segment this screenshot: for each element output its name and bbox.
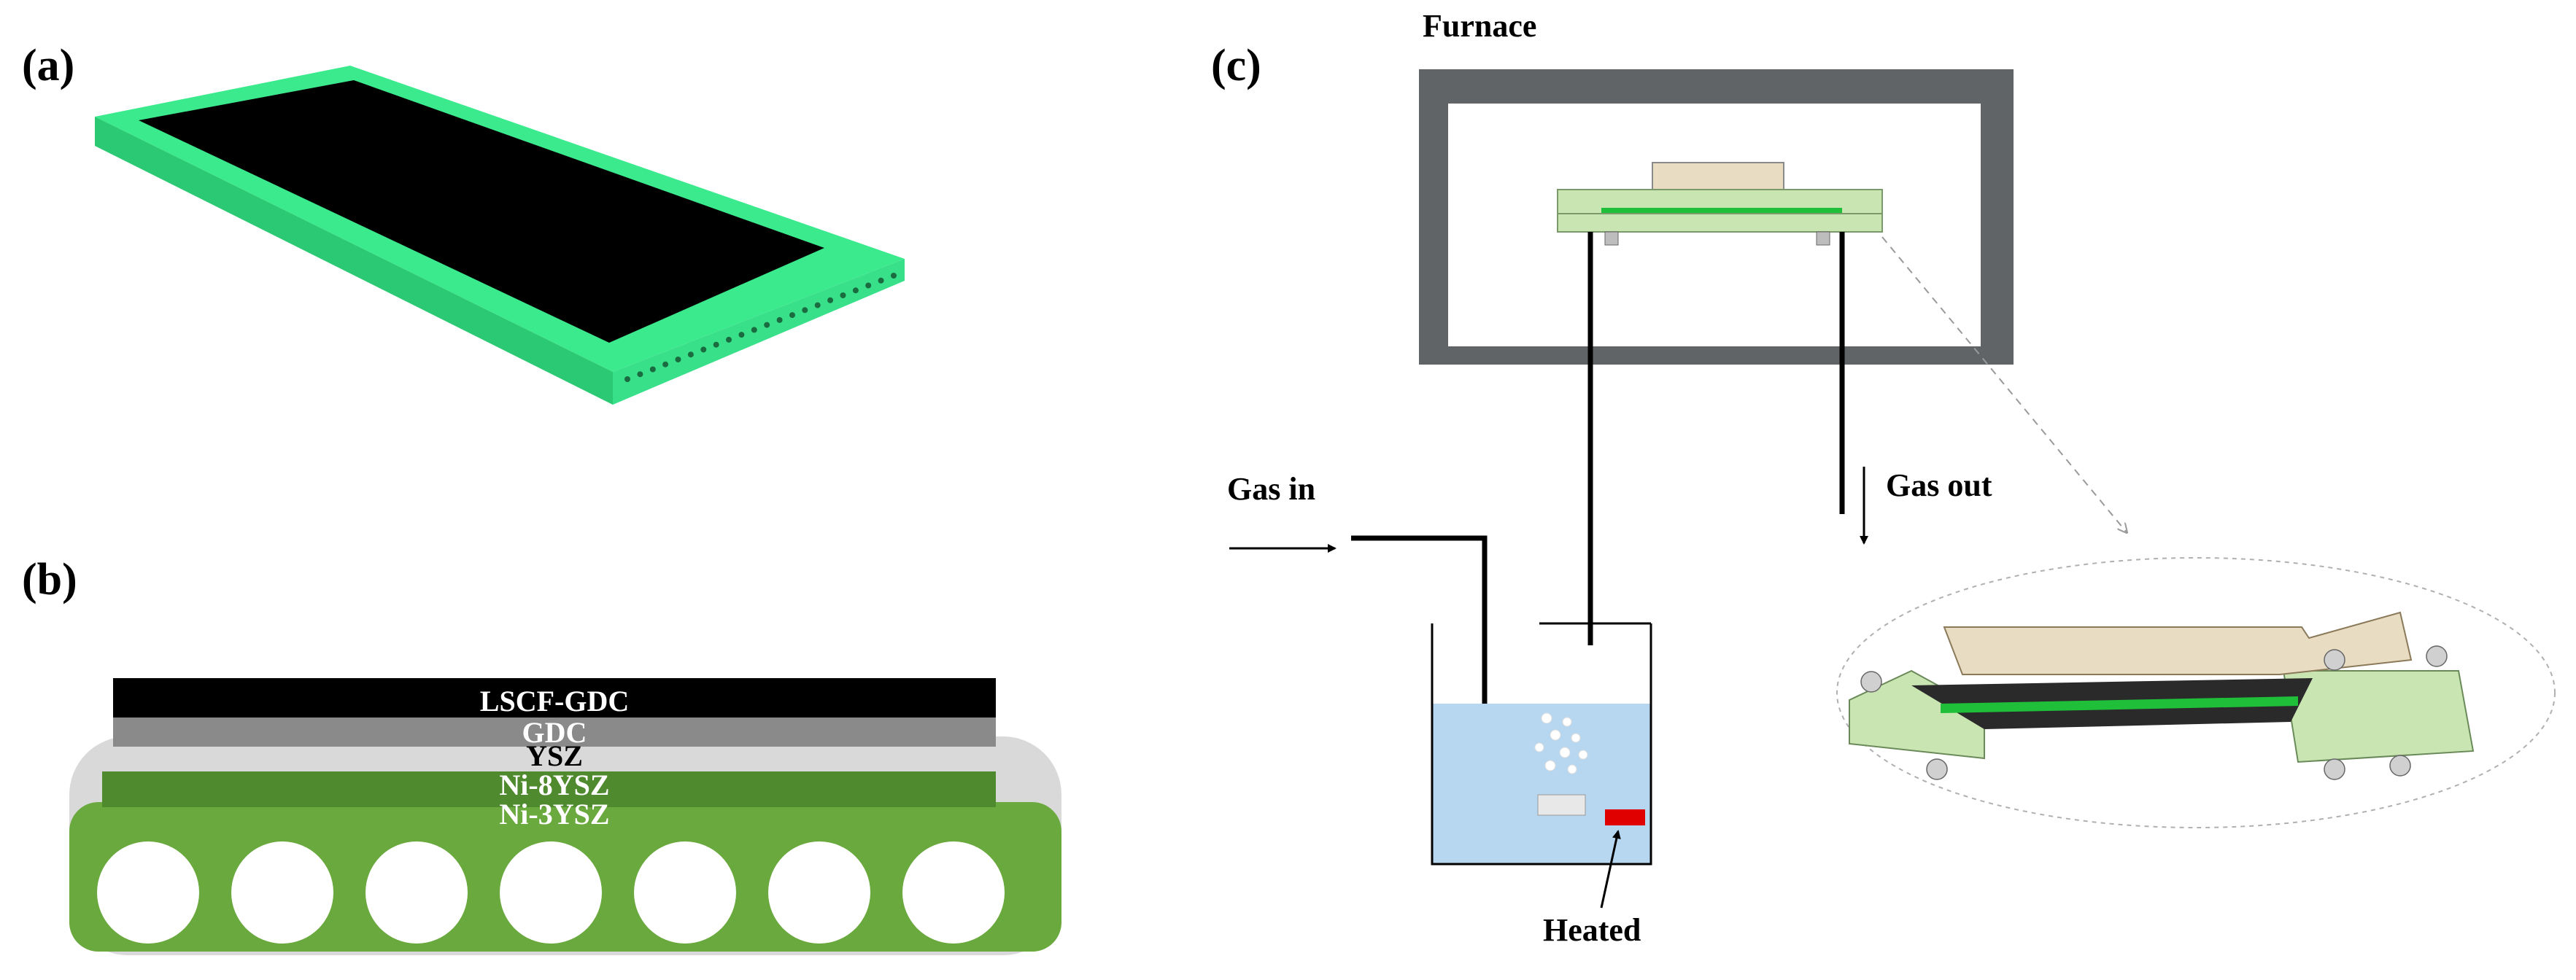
gas-channel-hole — [649, 366, 656, 373]
gas-channel-hole — [852, 287, 859, 294]
panel-c-label: (c) — [1211, 41, 1261, 90]
channel-circle — [97, 841, 199, 944]
fixture-foot-left — [1604, 231, 1619, 246]
gas-channel-hole — [624, 376, 630, 382]
cell-front-face — [95, 117, 613, 405]
gas-channel-hole — [726, 336, 732, 343]
zoom-cell-edge — [1941, 696, 2298, 713]
furnace — [1419, 69, 2014, 365]
zoom-top-block — [1943, 611, 2413, 675]
bubbler-wall — [1431, 623, 1652, 866]
fixture-base-bottom — [1557, 213, 1883, 233]
panel-a: (a) — [22, 41, 905, 405]
gas-channel-hole — [802, 307, 808, 314]
gas-channel-hole — [865, 282, 872, 289]
cell-cross-section: LSCF-GDC GDC YSZ Ni-8YSZ Ni-3YSZ — [69, 678, 1061, 955]
zoom-bolts — [1860, 645, 2448, 780]
heater-block — [1605, 809, 1645, 825]
gas-channel-holes — [624, 273, 897, 382]
panel-b-label: (b) — [22, 555, 77, 604]
gas-channel-hole — [700, 346, 707, 353]
furnace-label: Furnace — [1423, 8, 1536, 44]
flat-tube-cell-3d-icon — [95, 66, 905, 405]
channel-circles — [97, 841, 1005, 944]
gas-channel-hole — [878, 277, 884, 284]
bubbler-diffuser — [1537, 794, 1586, 816]
layer-label-ysz: YSZ — [526, 739, 583, 772]
cathode-layer — [139, 80, 824, 343]
layer-label-gdc: GDC — [522, 716, 587, 749]
fixture-foot-right — [1816, 231, 1830, 246]
zoom-indicator — [1881, 236, 2127, 532]
gas-channel-hole — [814, 302, 821, 308]
panel-a-label: (a) — [22, 41, 74, 90]
gas-in-label: Gas in — [1227, 471, 1315, 507]
gas-channel-hole — [637, 371, 643, 378]
channel-circle — [768, 841, 870, 944]
channel-circle — [500, 841, 602, 944]
layer-label-lscf-gdc: LSCF-GDC — [480, 685, 629, 718]
bubble-icon — [1534, 712, 1588, 774]
gas-channel-hole — [738, 332, 745, 338]
ysz-layer — [102, 745, 996, 771]
bubbler — [1431, 622, 1652, 866]
gas-channel-hole — [662, 361, 669, 368]
channel-circle — [365, 841, 468, 944]
gas-channel-hole — [891, 273, 897, 279]
gas-channel-hole — [789, 312, 795, 319]
gas-channel-hole — [840, 292, 846, 298]
gdc-layer — [113, 716, 996, 747]
layer-label-ni3ysz: Ni-3YSZ — [499, 798, 609, 831]
gas-channel-hole — [713, 341, 719, 348]
panel-b: (b) LSCF-GD — [22, 555, 1061, 955]
bubbler-water — [1432, 704, 1651, 864]
heated-label: Heated — [1543, 912, 1641, 948]
channel-circle — [902, 841, 1005, 944]
channel-circle — [231, 841, 333, 944]
gas-channel-hole — [764, 322, 770, 328]
lscf-gdc-layer — [113, 678, 996, 718]
ni8ysz-layer — [102, 771, 996, 807]
fixture-top-block — [1652, 162, 1784, 194]
gas-out-label: Gas out — [1886, 467, 1992, 503]
heated-arrow — [1600, 830, 1621, 909]
zoomed-fixture — [1836, 557, 2556, 828]
layer-label-ni8ysz: Ni-8YSZ — [499, 769, 609, 801]
gas-channel-hole — [675, 357, 681, 362]
channel-circle — [634, 841, 736, 944]
cell-side-face — [613, 259, 905, 405]
fixture-cell — [1601, 208, 1842, 214]
zoom-bracket-right — [2282, 670, 2475, 763]
gas-channel-hole — [751, 327, 757, 333]
gas-channel-hole — [776, 316, 783, 323]
panel-c: (c) Furnace Gas out Gas in — [1211, 8, 2556, 948]
gas-channel-hole — [687, 351, 694, 358]
gas-channel-hole — [827, 297, 834, 303]
